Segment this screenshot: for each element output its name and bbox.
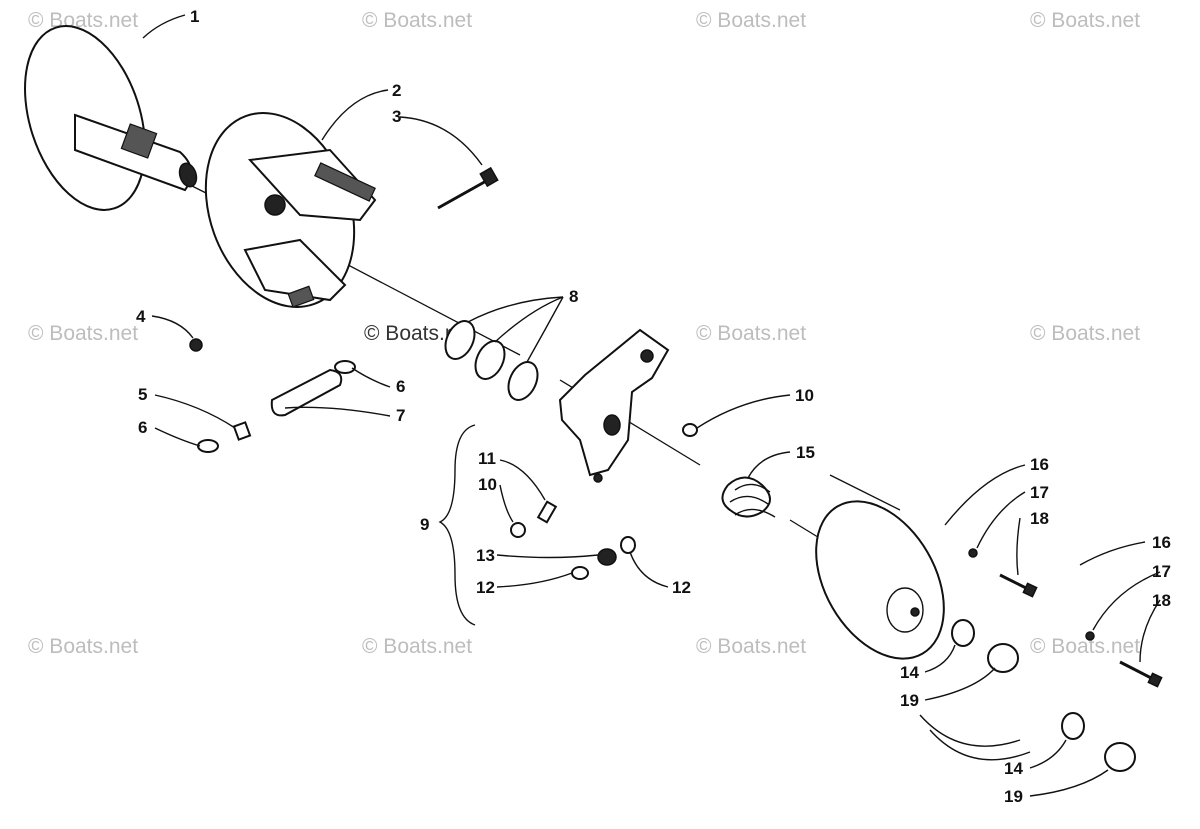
callout-1: 1 [190, 7, 199, 26]
watermark: © Boats.net [1030, 322, 1140, 345]
part-3-bolt [437, 166, 499, 210]
callout-12a: 12 [476, 578, 495, 597]
watermark: © Boats.net [1030, 635, 1140, 658]
callout-9: 9 [420, 515, 429, 534]
callout-labels: 1 2 3 4 5 6 6 7 8 9 10 10 11 12 12 13 14… [136, 7, 1171, 806]
callout-6a: 6 [396, 377, 405, 396]
callout-11: 11 [478, 449, 496, 468]
alternate-parts-lower [919, 631, 1163, 772]
callout-14b: 14 [1004, 759, 1023, 778]
part-4-nut [189, 338, 203, 352]
callout-4: 4 [136, 307, 146, 326]
callout-14a: 14 [900, 663, 919, 682]
bracket-9 [438, 424, 476, 626]
callout-17a: 17 [1030, 483, 1049, 502]
watermark: © Boats.net [696, 635, 806, 658]
cover-fasteners-upper [951, 548, 1038, 673]
callout-10a: 10 [795, 386, 814, 405]
part-16-cover [815, 500, 945, 660]
part-1-sheave [24, 25, 198, 211]
callout-12b: 12 [672, 578, 691, 597]
callout-13: 13 [476, 546, 495, 565]
callout-10b: 10 [478, 475, 497, 494]
watermark: © Boats.net [1030, 9, 1140, 32]
callout-6b: 6 [138, 418, 147, 437]
callout-7: 7 [396, 406, 405, 425]
watermark: © Boats.net [696, 322, 806, 345]
watermark: © Boats.net [362, 9, 472, 32]
part-9-roller-arm [558, 328, 670, 483]
parts-5-6-7-weight-set [197, 360, 356, 453]
callout-3: 3 [392, 107, 401, 126]
part-2-housing [204, 112, 377, 308]
callout-5: 5 [138, 385, 147, 404]
callout-16a: 16 [1030, 455, 1049, 474]
watermark: © Boats.net [28, 322, 138, 345]
callout-17b: 17 [1152, 562, 1171, 581]
watermark: © Boats.net [696, 9, 806, 32]
watermark: © Boats.net [28, 635, 138, 658]
callout-8: 8 [569, 287, 578, 306]
callout-19a: 19 [900, 691, 919, 710]
part-15-spring [721, 476, 776, 518]
leader-lines [142, 14, 1161, 797]
callout-18a: 18 [1030, 509, 1049, 528]
callout-19b: 19 [1004, 787, 1023, 806]
watermark: © Boats.net [28, 9, 138, 32]
callout-15: 15 [796, 443, 815, 462]
watermark: © Boats.net [362, 635, 472, 658]
watermark-layer: © Boats.net © Boats.net © Boats.net © Bo… [28, 9, 1140, 658]
part-8-washers [444, 320, 539, 401]
callout-16b: 16 [1152, 533, 1171, 552]
callout-18b: 18 [1152, 591, 1171, 610]
callout-2: 2 [392, 81, 401, 100]
